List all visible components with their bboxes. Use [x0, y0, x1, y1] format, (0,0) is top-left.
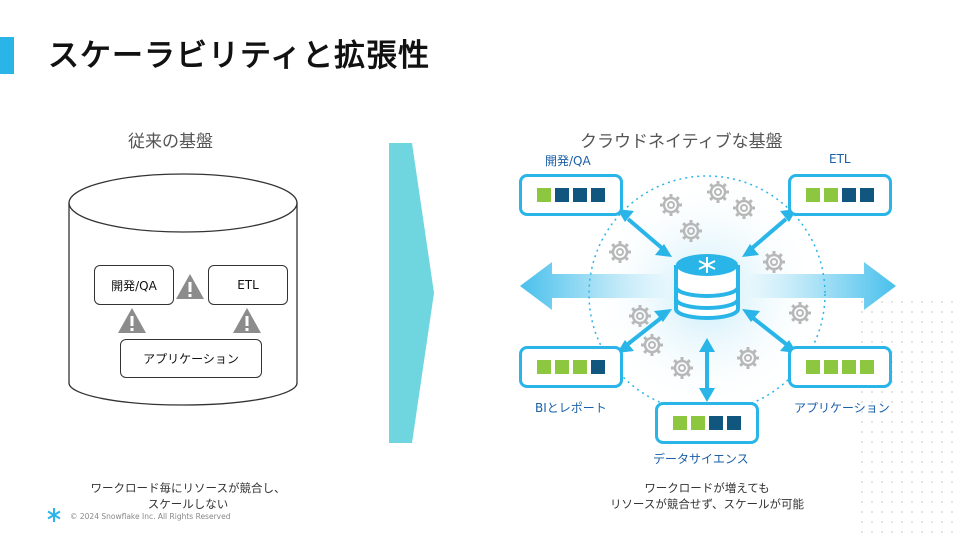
scale-arrow-right: [748, 262, 896, 310]
node-label-bi-reporting: BIとレポート: [535, 401, 607, 415]
legacy-box-dev-qa: 開発/QA: [94, 265, 174, 305]
node-label-etl: ETL: [829, 152, 851, 166]
snowflake-database-icon: [674, 254, 740, 320]
resource-square: [709, 416, 723, 430]
resource-square: [673, 416, 687, 430]
node-etl: [788, 174, 892, 216]
transition-arrow: [389, 143, 434, 443]
left-caption: ワークロード毎にリソースが競合し、 スケールしない: [88, 480, 288, 512]
resource-square: [591, 188, 605, 202]
resource-square: [842, 188, 856, 202]
node-label-dev-qa: 開発/QA: [545, 154, 591, 168]
resource-square: [591, 360, 605, 374]
resource-square: [824, 188, 838, 202]
left-caption-line2: スケールしない: [147, 497, 229, 511]
right-caption: ワークロードが増えても リソースが競合せず、スケールが可能: [587, 480, 827, 512]
resource-square: [727, 416, 741, 430]
node-dev-qa: [519, 174, 623, 216]
title-accent-bar: [0, 37, 14, 74]
resource-square: [691, 416, 705, 430]
resource-square: [806, 188, 820, 202]
resource-square: [573, 188, 587, 202]
resource-square: [806, 360, 820, 374]
resource-square: [555, 360, 569, 374]
node-bi-reporting: [519, 346, 623, 388]
right-caption-line1: ワークロードが増えても: [644, 481, 770, 495]
resource-square: [842, 360, 856, 374]
node-application: [788, 346, 892, 388]
resource-square: [824, 360, 838, 374]
resource-square: [537, 188, 551, 202]
snowflake-logo-icon: [47, 508, 61, 522]
right-caption-line2: リソースが競合せず、スケールが可能: [609, 497, 805, 511]
slide-title: スケーラビリティと拡張性: [48, 38, 431, 74]
node-data-science: [655, 402, 759, 444]
resource-square: [860, 188, 874, 202]
resource-square: [573, 360, 587, 374]
right-heading: クラウドネイティブな基盤: [580, 132, 783, 152]
resource-square: [537, 360, 551, 374]
left-caption-line1: ワークロード毎にリソースが競合し、: [90, 481, 286, 495]
legacy-box-application: アプリケーション: [120, 339, 262, 378]
resource-square: [860, 360, 874, 374]
resource-square: [555, 188, 569, 202]
footer-copyright: © 2024 Snowflake Inc. All Rights Reserve…: [70, 512, 231, 521]
node-label-application: アプリケーション: [794, 401, 890, 415]
node-label-data-science: データサイエンス: [653, 452, 749, 466]
left-heading: 従来の基盤: [128, 132, 213, 152]
scale-arrow-left: [520, 262, 668, 310]
dot-pattern: [860, 300, 960, 540]
legacy-box-etl: ETL: [208, 265, 288, 305]
